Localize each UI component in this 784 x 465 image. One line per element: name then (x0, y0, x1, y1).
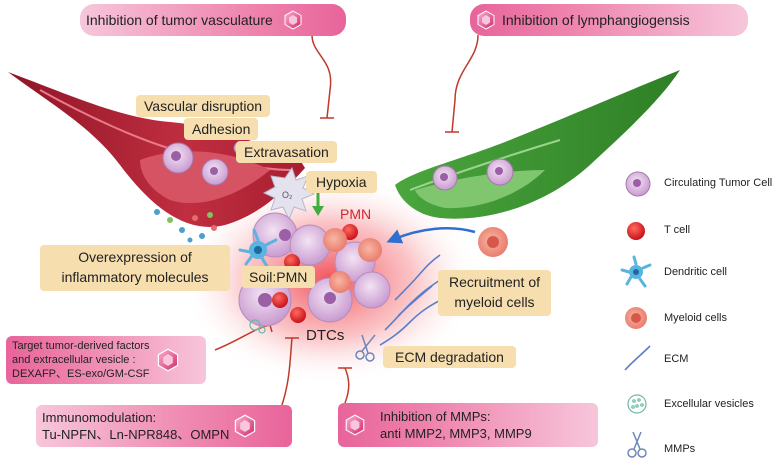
inhibit-line-immuno (281, 337, 293, 406)
inhibition-tumor-vasculature-box: Inhibition of tumor vasculature (80, 4, 346, 36)
t-cell (272, 292, 288, 308)
overexpression-label: Overexpression of inflammatory molecules (40, 245, 230, 291)
recruitment-arrow (386, 227, 476, 244)
target-factors-box: Target tumor-derived factors and extrace… (6, 336, 206, 384)
vesicles-icon (627, 394, 647, 414)
mmps-icon (627, 431, 647, 458)
circulating-tumor-cell-icon (625, 171, 651, 197)
myeloid-cell (329, 271, 351, 293)
ctc-in-lymph-1 (432, 165, 458, 191)
immunomodulation-box: Immunomodulation: Tu-NPFN、Ln-NPR848、OMPN (36, 405, 292, 447)
legend-label-dendritic: Dendritic cell (664, 266, 727, 278)
myeloid-cell-icon (625, 307, 647, 329)
recruitment-label: Recruitment of myeloid cells (438, 270, 551, 316)
vesicles-cluster (249, 319, 266, 334)
ctc-in-blood-2 (201, 158, 229, 186)
inhibit-line-lymph (451, 34, 479, 133)
inhibition-lymphangiogenesis-box: Inhibition of lymphangiogensis (470, 4, 748, 36)
legend-label-mmps: MMPs (664, 443, 696, 455)
ecm-icon (624, 345, 651, 371)
soil-pmn-label: Soil:PMN (241, 266, 316, 288)
inflammatory-molecules (154, 209, 217, 243)
t-cell-icon (627, 222, 645, 240)
legend-label-myeloid: Myeloid cells (664, 312, 727, 324)
hypoxia-label: Hypoxia (306, 171, 377, 193)
myeloid-cell (358, 238, 382, 262)
nanoparticle-icon (235, 414, 256, 438)
ecm-fibers (379, 254, 446, 346)
dendritic-cell-icon (620, 255, 652, 288)
nanoparticle-icon (157, 348, 178, 372)
hypoxia-icon (262, 166, 316, 221)
ctc-in-blood-1 (162, 142, 194, 174)
legend-label-t-cell: T cell (664, 224, 691, 236)
inhibit-line-mmps (344, 367, 350, 404)
legend-label-ctc: Circulating Tumor Cell (664, 177, 773, 189)
extravasation-label: Extravasation (236, 141, 337, 163)
vascular-disruption-label: Vascular disruption (136, 95, 271, 117)
inhibition-mmps-box: Inhibition of MMPs: anti MMP2, MMP3, MMP… (338, 403, 598, 447)
t-cell (290, 307, 306, 323)
legend-label-ecm: ECM (664, 353, 689, 365)
inhibit-line-vasculature (311, 34, 332, 119)
adhesion-label: Adhesion (184, 118, 259, 140)
ecm-degradation-label: ECM degradation (383, 346, 516, 368)
mmp-scissors-icon (355, 334, 376, 362)
o2-label: O₂ (282, 190, 293, 200)
pmn-label: PMN (340, 206, 371, 222)
inhibition-lymphangiogenesis-text: Inhibition of lymphangiogensis (502, 12, 690, 28)
myeloid-cell (323, 228, 347, 252)
legend-label-vesicles: Excellular vesicles (664, 398, 754, 410)
nanoparticle-icon (284, 10, 302, 30)
lymph-vessel (395, 70, 680, 219)
dtcs-label: DTCs (306, 327, 345, 344)
nanoparticle-icon (345, 414, 365, 436)
inhibition-tumor-vasculature-text: Inhibition of tumor vasculature (86, 12, 273, 28)
nanoparticle-icon (477, 10, 495, 30)
dendritic-cell (238, 228, 278, 270)
ctc-in-lymph-2 (486, 158, 514, 186)
